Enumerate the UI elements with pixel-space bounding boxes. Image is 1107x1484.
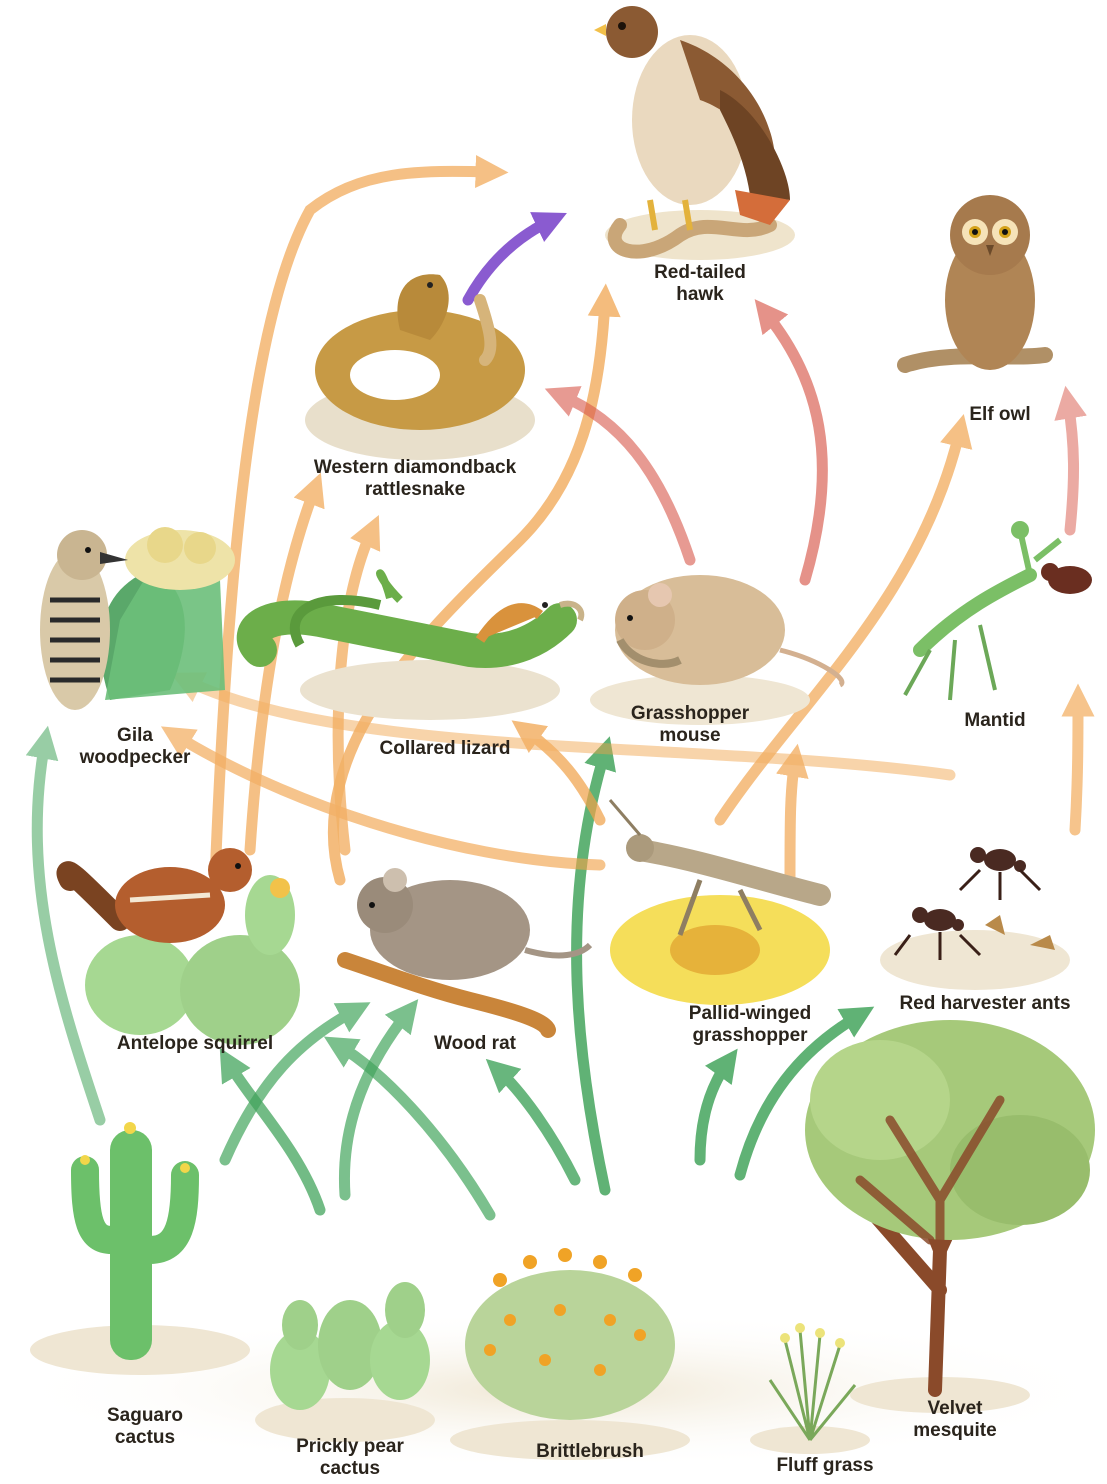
hawk-illustration (594, 6, 795, 260)
woodrat-illustration (345, 868, 590, 1030)
label-hawk: Red-tailedhawk (640, 262, 760, 306)
arrow-grasshopper-to-gmouse (790, 760, 795, 880)
label-fluffgrass: Fluff grass (755, 1455, 895, 1477)
arrow-mantid-to-elfowl (1068, 402, 1074, 530)
label-lizard: Collared lizard (355, 738, 535, 760)
label-woodrat: Wood rat (415, 1033, 535, 1055)
arrow-fluffgrass-to-grasshopper (700, 1062, 728, 1160)
label-brittlebrush: Brittlebrush (520, 1441, 660, 1463)
arrow-pricklypear-to-woodrat-2 (344, 1012, 408, 1195)
label-mantid: Mantid (940, 710, 1050, 732)
squirrel-illustration (67, 848, 300, 1045)
label-pricklypear: Prickly pearcactus (280, 1436, 420, 1480)
label-mesquite: Velvetmesquite (900, 1398, 1010, 1442)
label-woodpecker: Gilawoodpecker (70, 725, 200, 769)
label-squirrel: Antelope squirrel (95, 1033, 295, 1055)
arrow-gmouse-to-hawk (560, 395, 690, 560)
label-grasshopper: Pallid-wingedgrasshopper (660, 1003, 840, 1047)
arrow-ants-to-mantid (1075, 700, 1078, 830)
label-saguaro: Saguarocactus (90, 1405, 200, 1449)
pricklypear-illustration (255, 1282, 435, 1442)
arrow-gmouse-to-hawk-2 (765, 312, 822, 580)
elfowl-illustration (905, 195, 1045, 370)
lizard-illustration (254, 573, 582, 720)
ants-illustration (880, 847, 1070, 990)
arrow-brittlebrush-to-woodrat (498, 1070, 575, 1180)
label-ants: Red harvester ants (880, 993, 1090, 1015)
woodpecker-illustration (40, 527, 235, 710)
brittlebrush-illustration (450, 1248, 690, 1460)
label-gmouse: Grasshoppermouse (610, 703, 770, 747)
mantid-illustration (905, 521, 1092, 700)
rattlesnake-illustration (305, 274, 535, 460)
arrow-brittlebrush-to-squirrel (338, 1045, 490, 1215)
saguaro-illustration (30, 1122, 250, 1375)
arrow-saguaro-to-woodpecker (37, 742, 100, 1120)
grasshopper-illustration (610, 800, 830, 1005)
label-rattlesnake: Western diamondbackrattlesnake (290, 457, 540, 501)
arrow-rattlesnake-to-hawk (468, 220, 552, 300)
label-elfowl: Elf owl (945, 404, 1055, 426)
